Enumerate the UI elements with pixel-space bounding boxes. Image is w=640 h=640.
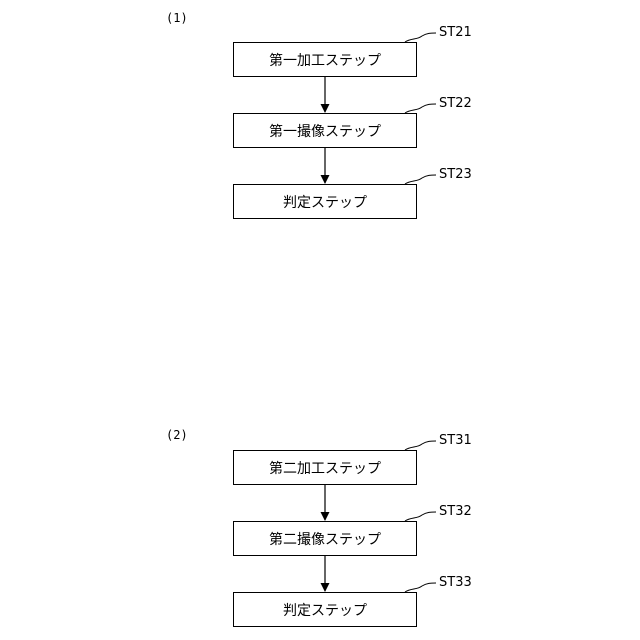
leader-st32 bbox=[405, 512, 436, 521]
step-box-st31: 第二加工ステップ bbox=[233, 450, 417, 485]
step-text: 第二加工ステップ bbox=[269, 458, 381, 478]
step-text: 第二撮像ステップ bbox=[269, 529, 381, 549]
step-box-st32: 第二撮像ステップ bbox=[233, 521, 417, 556]
step-text: 判定ステップ bbox=[283, 600, 367, 620]
step-box-st21: 第一加工ステップ bbox=[233, 42, 417, 77]
step-id-st31: ST31 bbox=[439, 433, 472, 448]
leader-st33 bbox=[405, 583, 436, 592]
leader-st22 bbox=[405, 104, 436, 113]
step-id-st21: ST21 bbox=[439, 25, 472, 40]
step-id-st33: ST33 bbox=[439, 575, 472, 590]
step-text: 判定ステップ bbox=[283, 192, 367, 212]
section-label-1: (1) bbox=[166, 11, 188, 25]
step-box-st33: 判定ステップ bbox=[233, 592, 417, 627]
leader-st31 bbox=[405, 441, 436, 450]
leader-st21 bbox=[405, 33, 436, 42]
step-id-st23: ST23 bbox=[439, 167, 472, 182]
step-id-st32: ST32 bbox=[439, 504, 472, 519]
step-box-st23: 判定ステップ bbox=[233, 184, 417, 219]
section-label-2: (2) bbox=[166, 428, 188, 442]
step-box-st22: 第一撮像ステップ bbox=[233, 113, 417, 148]
step-id-st22: ST22 bbox=[439, 96, 472, 111]
step-text: 第一加工ステップ bbox=[269, 50, 381, 70]
step-text: 第一撮像ステップ bbox=[269, 121, 381, 141]
leader-st23 bbox=[405, 175, 436, 184]
